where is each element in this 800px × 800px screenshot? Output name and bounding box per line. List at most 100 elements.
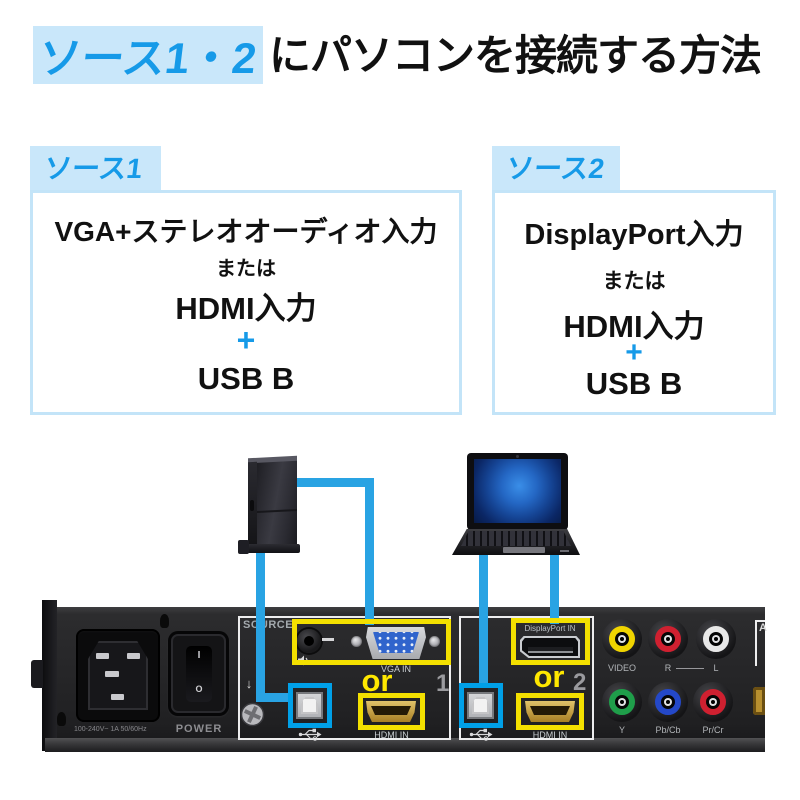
laptop-screen — [474, 459, 561, 523]
laptop-led — [560, 550, 569, 552]
rca-hole — [664, 698, 672, 706]
displayport-highlight-box — [511, 618, 590, 665]
usb-b-port-2-inner — [472, 697, 489, 714]
cable-laptop-to-usb2 — [479, 550, 488, 688]
source2-box — [492, 190, 776, 415]
video-rca-jack[interactable] — [602, 619, 642, 659]
audio-l-label: L — [713, 663, 719, 673]
vga-in-label: VGA IN — [380, 664, 411, 674]
usb-trident-icon — [469, 728, 493, 741]
panel-side-screw — [31, 660, 43, 688]
audio-r-rca-jack[interactable] — [648, 619, 688, 659]
power-label: POWER — [175, 723, 223, 735]
audio-section-frame — [755, 620, 757, 666]
power-switch[interactable] — [186, 646, 212, 702]
hdmi-port-2-slot — [530, 706, 570, 715]
panel-left-bracket — [42, 600, 57, 751]
cable-pc-to-vga — [365, 478, 374, 625]
rca-hole — [618, 635, 626, 643]
source1-tab-label: ソース1 — [42, 153, 145, 184]
screw-keyhole — [57, 712, 66, 726]
video-label: VIDEO — [607, 663, 636, 673]
component-pr-label: Pr/Cr — [702, 725, 724, 735]
source1-panel-frame — [238, 616, 451, 740]
component-pr-jack[interactable] — [693, 682, 733, 722]
rca-ring — [703, 626, 729, 652]
ac-pin — [127, 653, 140, 659]
ground-screw-icon — [240, 702, 265, 727]
rca-ring — [609, 689, 635, 715]
rca-hole — [709, 698, 717, 706]
rca-hole — [664, 635, 672, 643]
source2-or-word: または — [602, 270, 666, 293]
source1-or-word: または — [216, 258, 276, 280]
hdmi-in-label-2: HDMI IN — [532, 730, 568, 740]
audio-section-partial-label: A — [759, 622, 767, 634]
source1-usb: USB B — [197, 361, 295, 396]
cable-laptop-to-displayport — [550, 550, 559, 624]
desktop-pc-stand — [241, 544, 300, 553]
desktop-pc-foot — [238, 540, 249, 554]
audio-vga-dash — [322, 638, 334, 641]
vga-screw-hole — [429, 636, 440, 647]
vga-screw-hole — [351, 636, 362, 647]
source1-plus: + — [236, 322, 256, 358]
component-y-jack[interactable] — [602, 682, 642, 722]
source1-option-b: HDMI入力 — [175, 291, 317, 326]
source2-usb: USB B — [585, 366, 683, 401]
source-section-label: SOURCE — [243, 619, 294, 631]
source1-or-label: or — [361, 663, 393, 698]
source2-panel-frame — [459, 616, 594, 740]
desktop-pc-button — [250, 500, 254, 511]
source2-tab: ソース2 — [492, 146, 620, 190]
power-switch-off-mark: O — [195, 684, 203, 694]
page-title-highlight: ソース1・2 — [35, 35, 260, 83]
displayport-in-label: DisplayPort IN — [524, 624, 576, 633]
rca-hole — [618, 698, 626, 706]
hdmi2-highlight-box — [516, 693, 584, 730]
component-y-label: Y — [618, 725, 625, 735]
optical-audio-port-partial — [753, 687, 765, 715]
component-pb-jack[interactable] — [648, 682, 688, 722]
cable-pc-to-usb1 — [256, 693, 293, 702]
vga-port-pins — [373, 632, 419, 653]
power-rating-label: 100-240V~ 1A 50/60Hz — [74, 726, 147, 733]
ac-pin — [105, 671, 119, 677]
source2-option-b: HDMI入力 — [563, 309, 705, 344]
source2-number: 2 — [573, 669, 587, 696]
ac-pin — [111, 694, 124, 700]
source2-option-a: DisplayPort入力 — [524, 219, 744, 251]
laptop-camera — [516, 455, 519, 458]
audio-l-rca-jack[interactable] — [696, 619, 736, 659]
page-title: にパソコンを接続する方法 — [269, 32, 762, 79]
usb-b-port-1-inner — [301, 697, 318, 714]
source1-box — [30, 190, 462, 415]
cable-pc-to-vga — [288, 478, 374, 487]
source2-tab-label: ソース2 — [504, 153, 607, 184]
ground-arrow: ↓ — [245, 676, 253, 691]
audio-jack-hole — [304, 636, 314, 646]
source2-plus: + — [625, 336, 643, 369]
usb2-highlight-box — [459, 683, 503, 728]
rca-ring — [700, 689, 726, 715]
ac-pin — [96, 653, 109, 659]
panel-bottom-flange — [45, 738, 765, 752]
source1-option-a: VGA+ステレオオーディオ入力 — [54, 216, 438, 247]
usb1-highlight-box — [288, 683, 332, 728]
vga-audio-highlight-box — [292, 619, 451, 665]
displayport-port-slot — [528, 647, 573, 653]
audio-r-label: R — [664, 663, 672, 673]
laptop-touchpad — [503, 547, 545, 553]
rca-ring — [655, 626, 681, 652]
screw-keyhole — [160, 614, 169, 628]
usb-trident-icon — [298, 728, 322, 741]
source1-number: 1 — [436, 670, 450, 697]
audio-section-frame — [755, 620, 765, 622]
source1-tab: ソース1 — [30, 146, 161, 190]
laptop-keyboard — [461, 531, 571, 546]
hdmi1-highlight-box — [358, 693, 425, 730]
component-pb-label: Pb/Cb — [655, 725, 681, 735]
hdmi-port-1-slot — [371, 706, 411, 715]
rca-hole — [712, 635, 720, 643]
